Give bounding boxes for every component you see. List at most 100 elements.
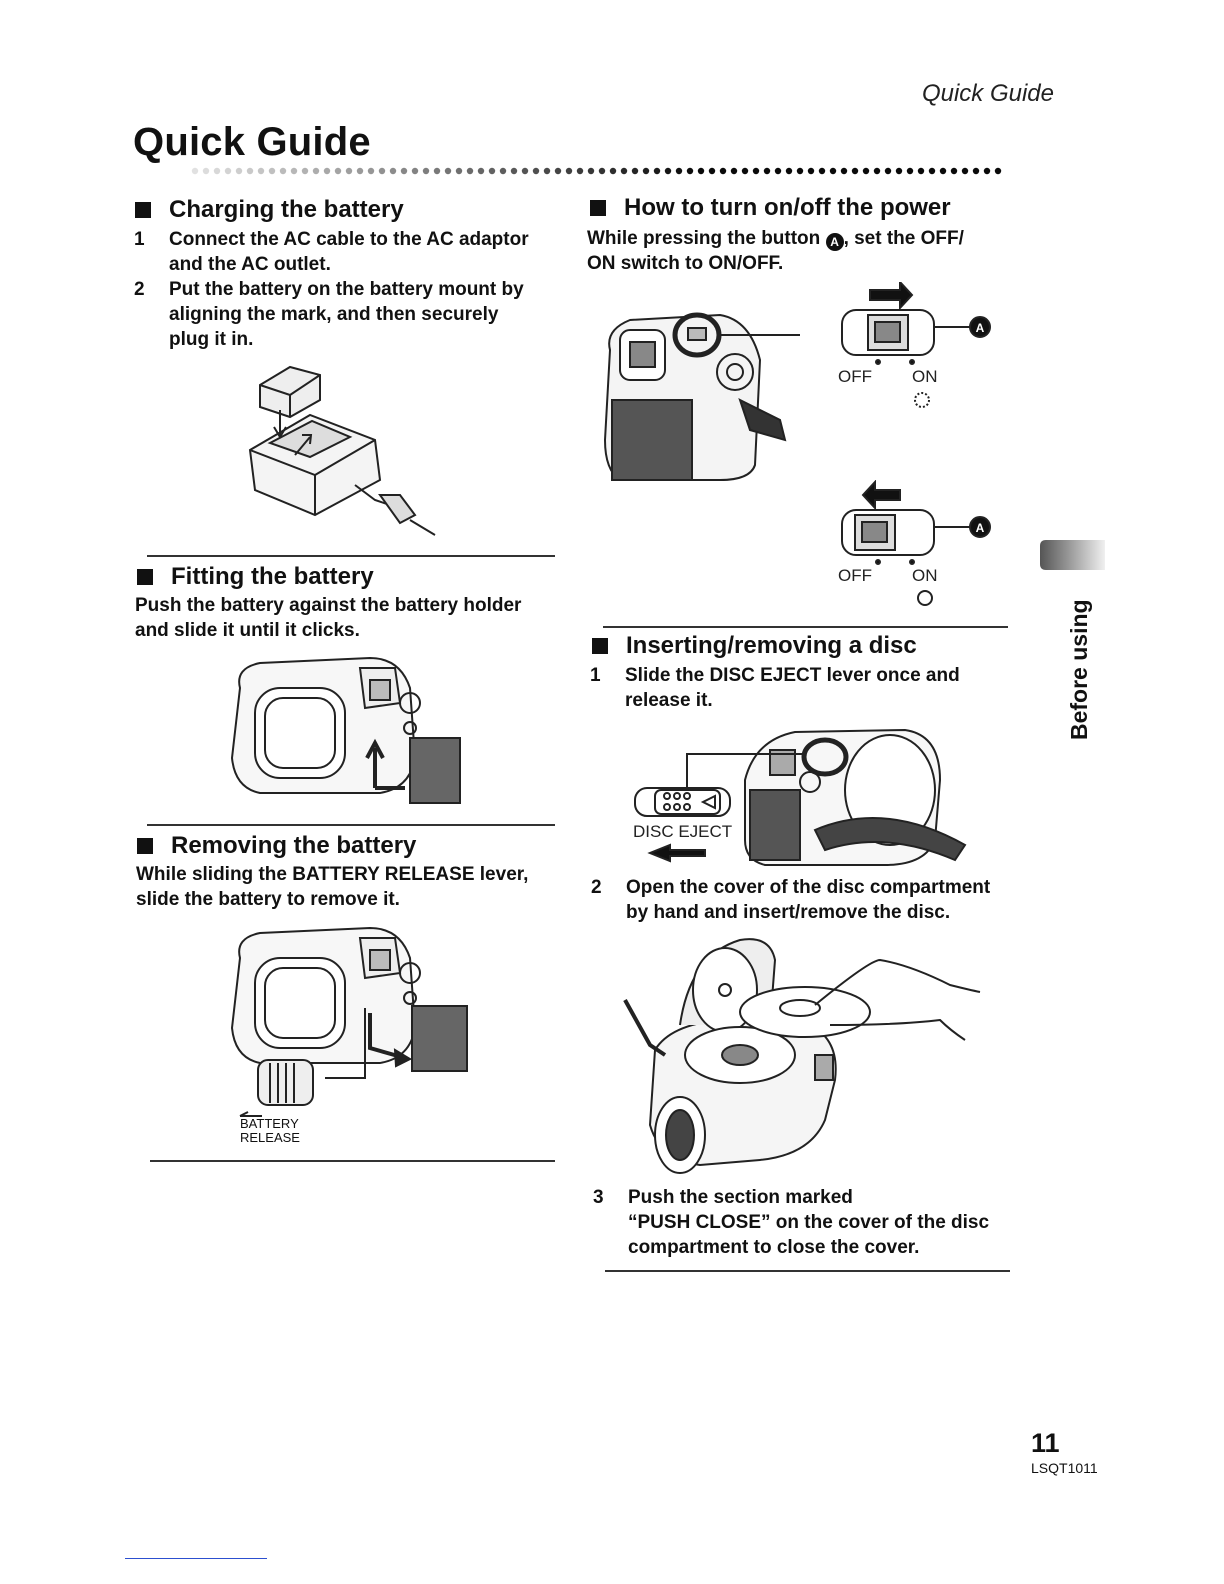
power-switch-off-illustration: A OFF ON	[838, 480, 991, 606]
divider-dot	[609, 167, 617, 175]
divider-dot	[961, 167, 969, 175]
step-number: 2	[134, 279, 145, 300]
running-header: Quick Guide	[921, 80, 1054, 107]
divider-dot	[455, 167, 463, 175]
divider-dot	[301, 167, 309, 175]
step-line: release it.	[625, 690, 713, 711]
section-power-title: How to turn on/off the power	[590, 194, 951, 222]
step-number: 2	[591, 877, 602, 898]
divider-dot	[422, 167, 430, 175]
disc-step-3: 3 Push the section marked “PUSH CLOSE” o…	[593, 1185, 989, 1260]
divider-dot	[917, 167, 925, 175]
section-charging-title-text: Charging the battery	[169, 196, 404, 223]
divider-dot	[576, 167, 584, 175]
divider-dot	[906, 167, 914, 175]
divider-dot	[378, 167, 386, 175]
divider-dot	[444, 167, 452, 175]
disc-insert-illustration	[623, 938, 981, 1174]
text-fragment: , set the OFF/	[843, 228, 964, 249]
section-divider	[605, 1270, 1010, 1272]
charger-illustration	[248, 365, 436, 536]
divider-dot	[466, 167, 474, 175]
divider-dot	[708, 167, 716, 175]
step-line: and the AC outlet.	[169, 254, 331, 275]
step-line: plug it in.	[169, 329, 254, 350]
page-number: 11	[1031, 1428, 1060, 1458]
section-divider	[147, 824, 555, 826]
divider-dot	[565, 167, 573, 175]
divider-dot	[818, 167, 826, 175]
text-line: slide the battery to remove it.	[136, 889, 400, 910]
divider-dot	[521, 167, 529, 175]
step-number: 3	[593, 1187, 604, 1208]
footer-rule	[125, 1558, 267, 1559]
removing-text: While sliding the BATTERY RELEASE lever,…	[136, 862, 528, 912]
step-line: Open the cover of the disc compartment	[626, 877, 991, 898]
divider-dot	[334, 167, 342, 175]
divider-dot	[235, 167, 243, 175]
step-line: Connect the AC cable to the AC adaptor	[169, 229, 529, 250]
switch-on-label: ON	[912, 566, 938, 585]
divider-dot	[807, 167, 815, 175]
divider-dot	[543, 167, 551, 175]
section-disc-title: Inserting/removing a disc	[592, 632, 917, 660]
switch-on-label: ON	[912, 367, 938, 386]
camera-remove-battery-illustration	[230, 926, 468, 1117]
text-fragment: While pressing the button	[587, 228, 826, 249]
step-number: 1	[134, 229, 145, 250]
label-line: BATTERY	[240, 1116, 299, 1131]
label-line: RELEASE	[240, 1130, 300, 1145]
divider-dot	[697, 167, 705, 175]
divider-dot	[664, 167, 672, 175]
divider-dot	[345, 167, 353, 175]
divider-dot	[257, 167, 265, 175]
bullet-square-icon	[592, 638, 608, 654]
divider-dot	[730, 167, 738, 175]
divider-dot	[323, 167, 331, 175]
bullet-square-icon	[135, 202, 151, 218]
button-a-marker-icon: A	[825, 233, 844, 251]
divider-dot	[994, 167, 1002, 175]
section-removing-title: Removing the battery	[137, 832, 416, 860]
bullet-square-icon	[137, 838, 153, 854]
divider-dot	[862, 167, 870, 175]
divider-dot	[268, 167, 276, 175]
side-tab-label: Before using	[1066, 599, 1092, 740]
text-line: Push the battery against the battery hol…	[135, 595, 522, 616]
bullet-square-icon	[137, 569, 153, 585]
divider-dot	[389, 167, 397, 175]
divider-dot	[620, 167, 628, 175]
button-a-marker-icon: A	[976, 321, 985, 335]
switch-off-label: OFF	[838, 367, 872, 386]
divider-dot	[202, 167, 210, 175]
section-fitting-title-text: Fitting the battery	[171, 563, 374, 590]
camera-fit-battery-illustration	[230, 656, 461, 804]
divider-dot	[499, 167, 507, 175]
divider-dot	[477, 167, 485, 175]
divider-dot	[972, 167, 980, 175]
divider-dot	[367, 167, 375, 175]
divider-dot	[796, 167, 804, 175]
divider-dot	[763, 167, 771, 175]
section-divider	[147, 555, 555, 557]
divider-dot	[928, 167, 936, 175]
divider-dot	[719, 167, 727, 175]
divider-dot	[312, 167, 320, 175]
power-text: While pressing the button A, set the OFF…	[587, 226, 964, 276]
switch-off-label: OFF	[838, 566, 872, 585]
charging-step-1: 1 Connect the AC cable to the AC adaptor…	[134, 227, 529, 277]
dotted-divider	[191, 167, 1002, 175]
divider-dot	[950, 167, 958, 175]
divider-dot	[213, 167, 221, 175]
step-line: Slide the DISC EJECT lever once and	[625, 665, 960, 686]
bullet-square-icon	[590, 200, 606, 216]
divider-dot	[246, 167, 254, 175]
divider-dot	[224, 167, 232, 175]
divider-dot	[290, 167, 298, 175]
step-line: compartment to close the cover.	[628, 1237, 920, 1258]
divider-dot	[598, 167, 606, 175]
divider-dot	[851, 167, 859, 175]
section-removing-title-text: Removing the battery	[171, 832, 417, 859]
divider-dot	[675, 167, 683, 175]
disc-eject-illustration: DISC EJECT	[633, 728, 967, 866]
